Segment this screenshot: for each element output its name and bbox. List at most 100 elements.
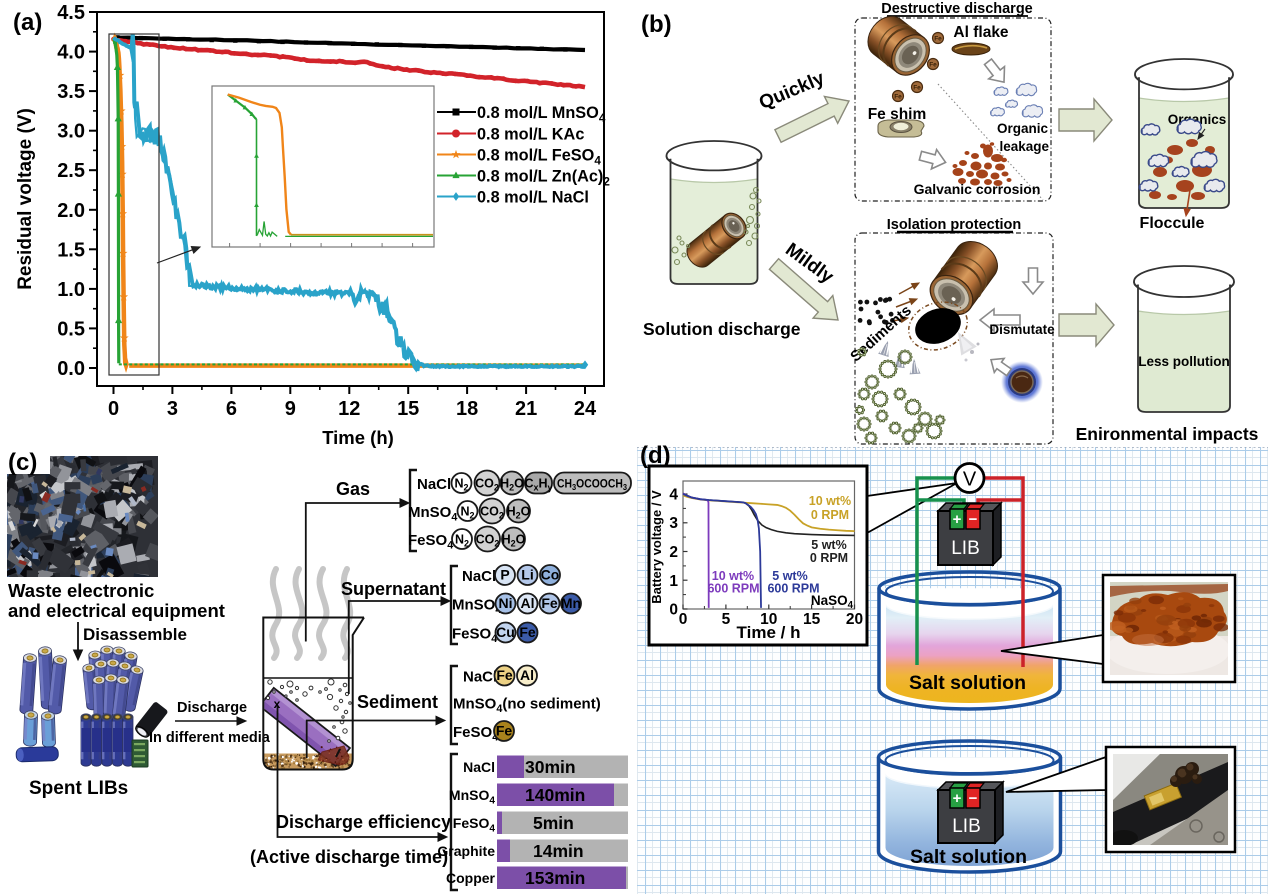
svg-text:Battery voltage / V: Battery voltage / V (649, 490, 664, 604)
svg-text:0.8 mol/L NaCl: 0.8 mol/L NaCl (477, 189, 589, 207)
svg-text:LIB: LIB (952, 816, 981, 837)
svg-text:and electrical equipment: and electrical equipment (8, 600, 225, 621)
svg-text:0 RPM: 0 RPM (811, 508, 849, 522)
svg-text:Fe shim: Fe shim (868, 106, 927, 123)
svg-text:NaSO4: NaSO4 (811, 593, 854, 611)
svg-text:21: 21 (515, 398, 537, 420)
svg-text:CxHy: CxHy (524, 477, 552, 493)
svg-text:20: 20 (846, 611, 863, 628)
svg-text:Li: Li (521, 567, 533, 583)
svg-text:Copper: Copper (446, 870, 496, 886)
svg-text:5 wt%: 5 wt% (772, 569, 807, 583)
svg-text:Less pollution: Less pollution (1138, 354, 1230, 369)
svg-text:FeSO4: FeSO4 (452, 626, 497, 646)
svg-text:MnSO4: MnSO4 (408, 504, 457, 524)
svg-text:3: 3 (669, 515, 678, 532)
svg-text:Supernatant: Supernatant (341, 579, 446, 599)
svg-text:3.5: 3.5 (57, 81, 85, 103)
svg-text:(a): (a) (13, 9, 42, 36)
svg-text:1.5: 1.5 (57, 239, 85, 261)
svg-text:+: + (953, 511, 962, 528)
svg-text:Enironmental impacts: Enironmental impacts (1076, 424, 1259, 444)
svg-text:10 wt%: 10 wt% (712, 569, 754, 583)
svg-text:6: 6 (226, 398, 237, 420)
svg-text:15: 15 (397, 398, 419, 420)
svg-text:0: 0 (669, 602, 678, 619)
svg-text:FeSO4: FeSO4 (453, 724, 498, 744)
svg-text:Fe: Fe (496, 723, 513, 739)
svg-text:Dismutate: Dismutate (989, 322, 1055, 337)
svg-text:H2O: H2O (500, 477, 524, 493)
svg-text:4.5: 4.5 (57, 2, 85, 24)
svg-text:140min: 140min (525, 785, 585, 805)
svg-text:0.8 mol/L MnSO4: 0.8 mol/L MnSO4 (477, 104, 606, 125)
svg-text:Fe: Fe (519, 624, 536, 640)
svg-text:4: 4 (669, 487, 678, 504)
svg-text:1.0: 1.0 (57, 279, 85, 301)
svg-text:18: 18 (456, 398, 478, 420)
svg-text:Fe: Fe (913, 85, 921, 92)
svg-text:Disassemble: Disassemble (83, 625, 187, 644)
svg-text:Graphite: Graphite (437, 843, 495, 859)
svg-text:2.5: 2.5 (57, 160, 85, 182)
svg-text:0.8 mol/L Zn(Ac)2: 0.8 mol/L Zn(Ac)2 (477, 168, 610, 189)
svg-text:NaCl: NaCl (463, 669, 497, 686)
svg-text:0: 0 (108, 398, 119, 420)
svg-text:24: 24 (574, 398, 597, 420)
svg-text:Fe: Fe (541, 595, 558, 611)
svg-text:0 RPM: 0 RPM (810, 551, 848, 565)
svg-text:600 RPM: 600 RPM (707, 582, 759, 596)
svg-text:Galvanic corrosion: Galvanic corrosion (914, 181, 1041, 197)
svg-text:5: 5 (722, 611, 731, 628)
svg-text:MnSO4(no sediment): MnSO4(no sediment) (453, 696, 601, 716)
svg-text:10 wt%: 10 wt% (809, 494, 851, 508)
svg-text:Salt solution: Salt solution (910, 846, 1027, 868)
svg-text:(b): (b) (641, 11, 672, 38)
svg-text:10: 10 (760, 611, 777, 628)
svg-text:H2O: H2O (502, 533, 526, 549)
svg-text:600 RPM: 600 RPM (767, 582, 819, 596)
svg-text:2.0: 2.0 (57, 200, 85, 222)
svg-text:LIB: LIB (951, 538, 980, 559)
svg-text:5min: 5min (533, 813, 574, 833)
svg-text:Cu: Cu (496, 624, 515, 640)
svg-text:leakage: leakage (999, 139, 1049, 154)
svg-text:3.0: 3.0 (57, 121, 85, 143)
svg-text:FeSO4: FeSO4 (408, 532, 453, 552)
svg-text:CH3OCOOCH3: CH3OCOOCH3 (557, 478, 627, 492)
svg-text:4.0: 4.0 (57, 42, 85, 64)
svg-text:153min: 153min (525, 868, 585, 888)
svg-text:Gas: Gas (336, 479, 370, 499)
svg-text:Al flake: Al flake (953, 24, 1009, 41)
svg-text:Destructive discharge: Destructive discharge (881, 1, 1033, 17)
svg-text:Time (h): Time (h) (322, 427, 394, 448)
svg-text:x: x (274, 697, 281, 711)
svg-text:MnSO4: MnSO4 (452, 597, 501, 617)
svg-text:CO2: CO2 (480, 505, 504, 521)
svg-text:5 wt%: 5 wt% (811, 538, 846, 552)
svg-text:0.5: 0.5 (57, 318, 85, 340)
svg-text:(c): (c) (8, 449, 37, 476)
svg-text:P: P (500, 567, 509, 583)
svg-text:Spent LIBs: Spent LIBs (29, 778, 128, 799)
svg-text:0: 0 (679, 611, 688, 628)
svg-text:Fe: Fe (934, 36, 942, 43)
svg-text:14min: 14min (533, 841, 584, 861)
svg-text:−: − (969, 790, 978, 807)
svg-text:0.8 mol/L KAc: 0.8 mol/L KAc (477, 126, 584, 144)
svg-text:+: + (953, 790, 962, 807)
svg-text:Fe: Fe (929, 62, 937, 69)
svg-text:(Active discharge time): (Active discharge time) (250, 847, 448, 867)
svg-text:12: 12 (338, 398, 360, 420)
svg-text:Fe: Fe (496, 667, 513, 683)
svg-text:Salt solution: Salt solution (909, 672, 1026, 694)
svg-text:15: 15 (803, 611, 821, 628)
svg-text:9: 9 (285, 398, 296, 420)
svg-text:Solution discharge: Solution discharge (643, 319, 801, 339)
svg-text:Co: Co (541, 567, 560, 583)
svg-text:In different media: In different media (149, 730, 271, 746)
svg-text:Ni: Ni (499, 595, 513, 611)
svg-text:Quickly: Quickly (756, 68, 828, 114)
svg-text:Floccule: Floccule (1140, 215, 1205, 232)
svg-text:Discharge: Discharge (177, 700, 247, 716)
